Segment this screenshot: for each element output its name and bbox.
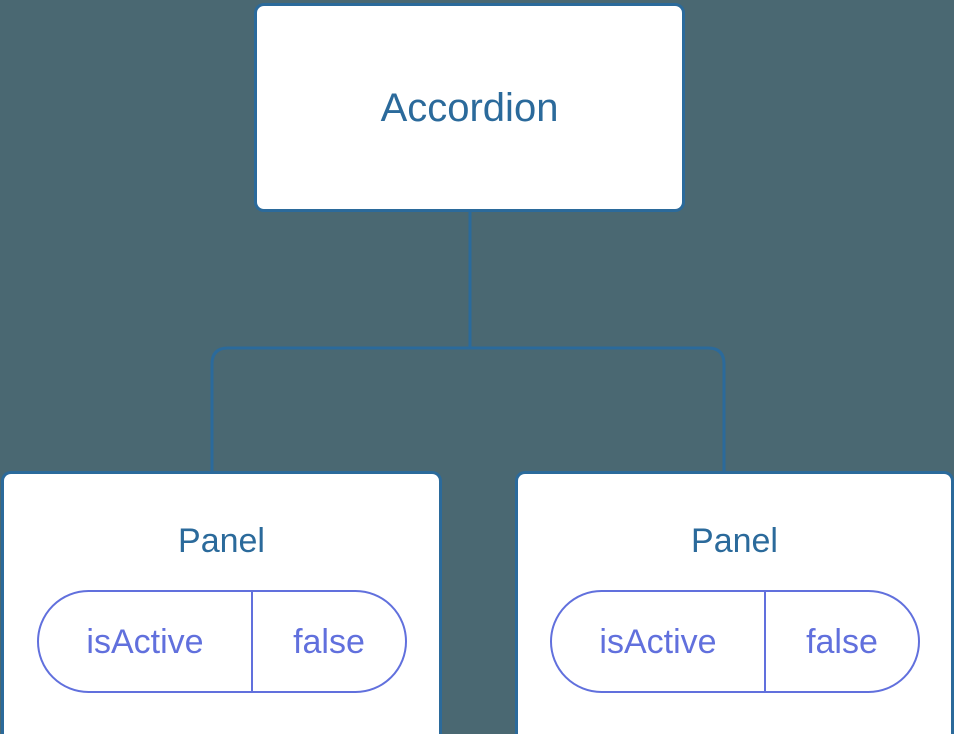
node-accordion-title: Accordion — [380, 85, 559, 130]
node-panel-2-title: Panel — [691, 522, 778, 560]
prop-key-isactive-1: isActive — [39, 592, 253, 691]
edge-bus-right — [470, 346, 726, 476]
edge-bus-left — [210, 346, 470, 476]
prop-value-isactive-2: false — [806, 622, 878, 661]
prop-pill-panel-2[interactable]: isActive false — [550, 590, 920, 693]
prop-key-isactive-2: isActive — [552, 592, 766, 691]
node-panel-1-title: Panel — [178, 522, 265, 560]
prop-value-isactive-1: false — [293, 622, 365, 661]
node-accordion[interactable]: Accordion — [254, 3, 685, 212]
prop-pill-panel-1[interactable]: isActive false — [37, 590, 407, 693]
